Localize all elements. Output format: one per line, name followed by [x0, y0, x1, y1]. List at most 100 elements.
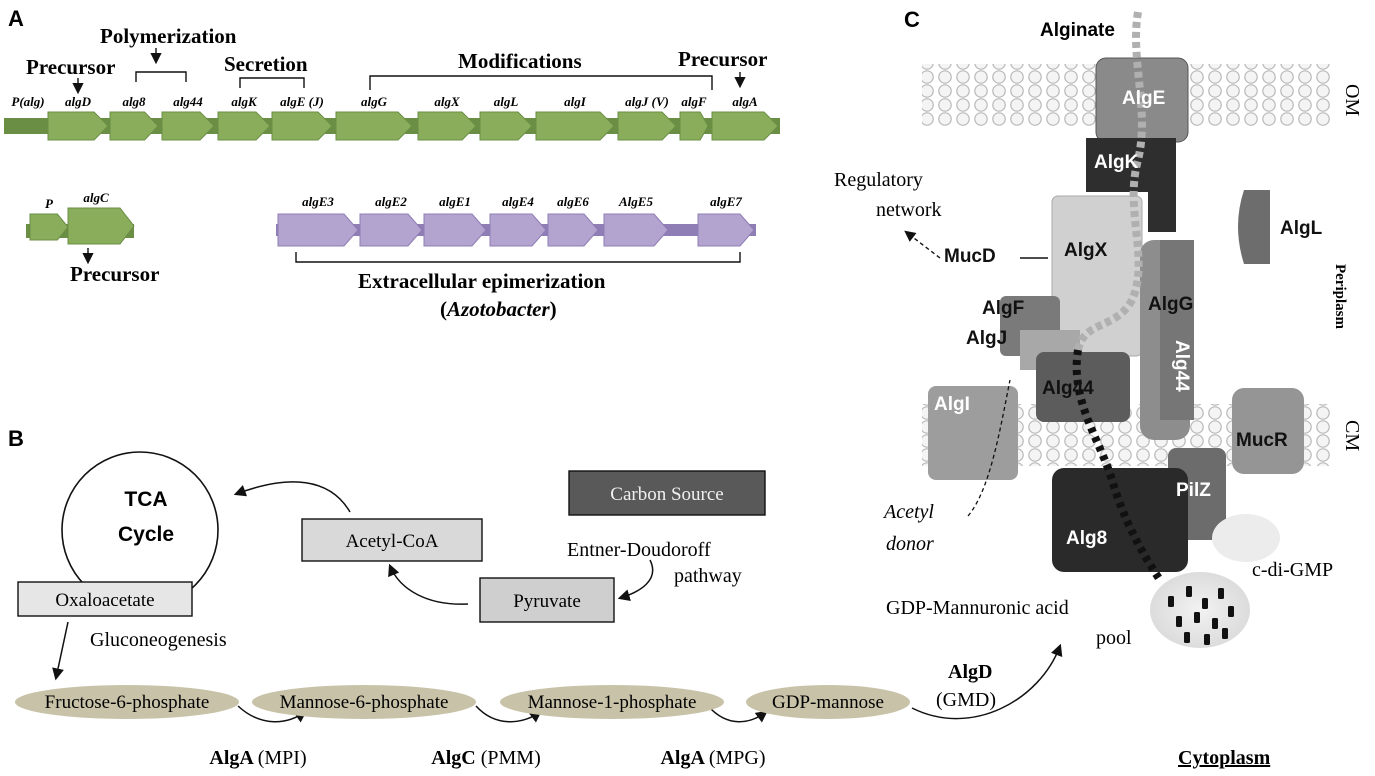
operon-gene-label-6: algG	[361, 94, 388, 109]
cm-label: CM	[1341, 420, 1363, 451]
gene-arrow-4	[217, 111, 271, 141]
alg44-side-protein	[1160, 240, 1194, 420]
operon-gene-label-11: algF	[681, 94, 707, 109]
mucr-label: MucR	[1236, 430, 1288, 451]
algl-protein	[1238, 190, 1270, 264]
alge-gene-label-2: algE1	[439, 194, 471, 209]
algf-label: AlgF	[982, 298, 1024, 319]
algi-protein	[928, 386, 1018, 480]
gene-arrow-3	[161, 111, 215, 141]
operon-gene-label-12: algA	[732, 94, 758, 109]
regulatory-line2: network	[876, 199, 942, 221]
pool-molecule-4	[1176, 616, 1182, 627]
panel-b-arrows	[52, 481, 1063, 723]
extracellular-header: Extracellular epimerization	[358, 269, 606, 293]
gene-arrow-10	[617, 111, 677, 141]
gene-arrow-2	[109, 111, 159, 141]
cdigmp-label: c-di-GMP	[1252, 559, 1333, 581]
acetyl-donor-line1: Acetyl	[882, 501, 934, 523]
alginate-label: Alginate	[1040, 20, 1115, 41]
polymerization-header: Polymerization	[100, 24, 237, 48]
gene-arrow-12	[711, 111, 779, 141]
algc-gene-label: algC	[83, 190, 109, 205]
algd-detail: (GMD)	[936, 689, 996, 711]
pool-molecule-1	[1186, 586, 1192, 597]
carbon-source-box	[568, 470, 766, 516]
alge-gene-label-4: algE6	[557, 194, 589, 209]
alge-gene-label-5: AlgE5	[618, 194, 653, 209]
enzyme-label-0: AlgA (MPI)	[209, 747, 306, 769]
operon-gene-label-8: algL	[494, 94, 519, 109]
modifications-header: Modifications	[458, 49, 582, 73]
operon-gene-label-5: algE (J)	[280, 94, 324, 109]
panel-a-label: A	[8, 6, 24, 31]
metabolite-ellipse-2	[500, 685, 724, 719]
algl-label: AlgL	[1280, 218, 1323, 239]
alge-gene-label-0: algE3	[302, 194, 334, 209]
alge-gene-arrow-6	[697, 213, 755, 247]
operon-gene-label-10: algJ (V)	[625, 94, 669, 109]
entner-label-line2: pathway	[674, 565, 742, 587]
alge-gene-arrow-5	[603, 213, 669, 247]
operon-gene-label-2: alg8	[122, 94, 146, 109]
metabolite-label-2: Mannose-1-phosphate	[528, 692, 697, 713]
pilz-label: PilZ	[1176, 480, 1211, 501]
om-label: OM	[1341, 84, 1363, 116]
mucd-regulatory-arrow	[904, 230, 941, 259]
alge-gene-label-3: algE4	[502, 194, 534, 209]
metabolite-label-3: GDP-mannose	[772, 692, 884, 713]
gene-arrow-9	[535, 111, 615, 141]
gene-arrow-8	[479, 111, 533, 141]
precursor-header-right: Precursor	[678, 47, 767, 71]
alge-gene-arrow-2	[423, 213, 487, 247]
acetyl-donor-line2: donor	[886, 533, 934, 555]
alg44-label: Alg44	[1042, 378, 1094, 399]
periplasm-label: Periplasm	[1332, 264, 1348, 329]
oxaloacetate-box	[17, 581, 193, 617]
operon-gene-label-0: P(alg)	[11, 94, 44, 109]
precursor-header-lower: Precursor	[70, 262, 159, 286]
alge-gene-arrow-4	[547, 213, 599, 247]
gene-arrow-1	[47, 111, 109, 141]
pool-molecule-9	[1204, 634, 1210, 645]
gdp-pool-line1: GDP-Mannuronic acid	[886, 597, 1069, 619]
enzyme-label-1: AlgC (PMM)	[431, 747, 540, 769]
protein-complex	[928, 57, 1304, 572]
mucr-protein	[1232, 388, 1304, 474]
secretion-header: Secretion	[224, 52, 308, 76]
algc-promoter-gene	[29, 213, 69, 241]
pool-molecule-5	[1194, 612, 1200, 623]
alg8-label: Alg8	[1066, 528, 1107, 549]
acetyl-coa-label: Acetyl-CoA	[346, 531, 439, 552]
pool-molecule-6	[1212, 618, 1218, 629]
alg44-protein	[1036, 352, 1130, 422]
mucd-label: MucD	[944, 246, 996, 267]
gdp-pool-line2: pool	[1096, 627, 1132, 649]
algc-gene	[67, 207, 135, 245]
alge-label: AlgE	[1122, 88, 1165, 109]
panel-c-label: C	[904, 7, 920, 32]
header-brackets	[72, 48, 746, 95]
alg44-vertical-label: Alg44	[1171, 340, 1192, 392]
operon-gene-label-4: algK	[231, 94, 258, 109]
pool-molecule-0	[1168, 596, 1174, 607]
gene-arrow-7	[417, 111, 477, 141]
carbon-source-label: Carbon Source	[610, 484, 723, 505]
alginate-chain	[1072, 11, 1164, 583]
entner-label-line1: Entner-Doudoroff	[567, 539, 711, 561]
alg8-protein	[1052, 468, 1188, 572]
algd-name: AlgD	[948, 661, 992, 683]
alge-gene-label-1: algE2	[375, 194, 407, 209]
enzyme-label-2: AlgA (MPG)	[660, 747, 765, 769]
gene-arrow-11	[679, 111, 709, 141]
pool-molecule-7	[1228, 606, 1234, 617]
alge-gene-arrow-1	[359, 213, 423, 247]
gdp-pool	[1150, 572, 1250, 648]
cytoplasm-label: Cytoplasm	[1178, 747, 1271, 769]
regulatory-line1: Regulatory	[834, 169, 923, 191]
metabolite-ellipse-0	[15, 685, 239, 719]
